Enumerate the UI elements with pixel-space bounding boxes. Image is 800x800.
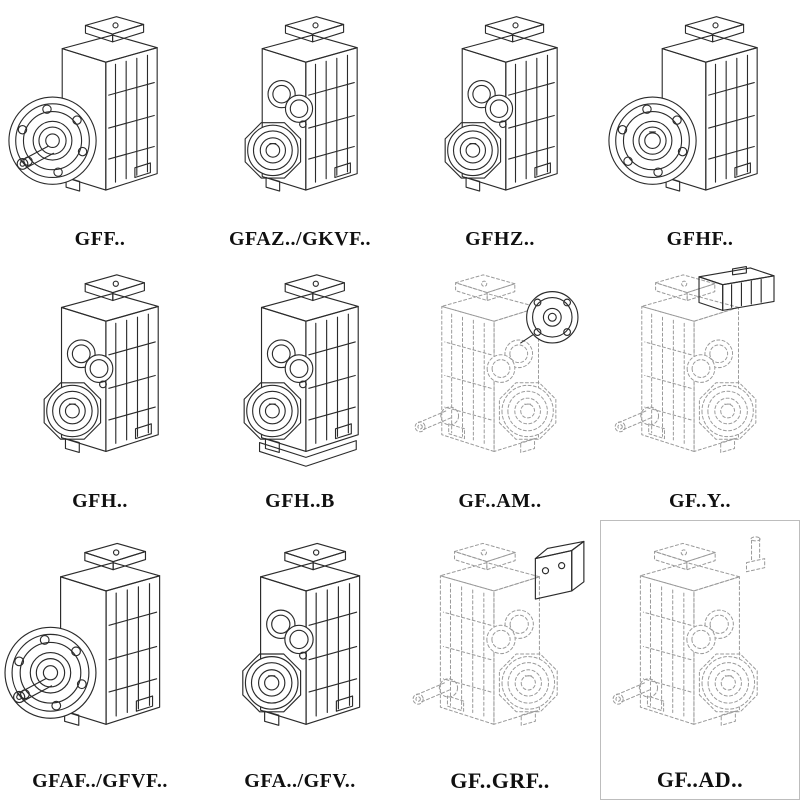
- product-label: GFF..: [74, 227, 126, 250]
- cell-gff: GFF..: [0, 0, 200, 258]
- cell-gfh: GFH..: [0, 258, 200, 520]
- cell-gfaf-gfvf: GFAF../GFVF..: [0, 520, 200, 800]
- cell-gf-grf: GF..GRF..: [400, 520, 600, 800]
- gearbox-drawing: [43, 274, 159, 454]
- gearbox-drawing: [614, 265, 775, 453]
- product-label: GFHF..: [666, 227, 734, 250]
- product-label: GFHZ..: [465, 227, 535, 250]
- product-label: GFA../GFV..: [244, 769, 356, 792]
- cell-gf-ad: GF..AD..: [600, 520, 800, 800]
- gearbox-drawing: [612, 536, 766, 726]
- cell-gfa-gfv: GFA../GFV..: [200, 520, 400, 800]
- product-label: GF..Y..: [668, 489, 732, 512]
- cell-gfhf: GFHF..: [600, 0, 800, 258]
- gearbox-drawing: [444, 16, 558, 192]
- cell-gf-y: GF..Y..: [600, 258, 800, 520]
- cell-gf-am: GF..AM..: [400, 258, 600, 520]
- product-label: GF..AM..: [458, 489, 542, 512]
- product-label: GFH..: [72, 489, 128, 512]
- gearbox-drawing: [243, 274, 359, 467]
- product-label: GFH..B: [265, 489, 335, 512]
- gearbox-drawing: [4, 542, 161, 726]
- cell-gfh-b: GFH..B: [200, 258, 400, 520]
- cell-gfhz: GFHZ..: [400, 0, 600, 258]
- gearbox-drawing: [242, 542, 361, 726]
- gearbox-drawing: [412, 540, 585, 726]
- product-label: GF..AD..: [656, 767, 744, 792]
- gearbox-drawing: [414, 274, 579, 453]
- product-label: GFAZ../GKVF..: [228, 227, 372, 250]
- product-label: GFAF../GFVF..: [32, 769, 168, 792]
- gearbox-drawing: [8, 16, 158, 192]
- gearbox-drawing: [608, 16, 758, 192]
- product-label: GF..GRF..: [450, 768, 550, 793]
- gearbox-drawing: [244, 16, 358, 192]
- cell-gfaz-gkvf: GFAZ../GKVF..: [200, 0, 400, 258]
